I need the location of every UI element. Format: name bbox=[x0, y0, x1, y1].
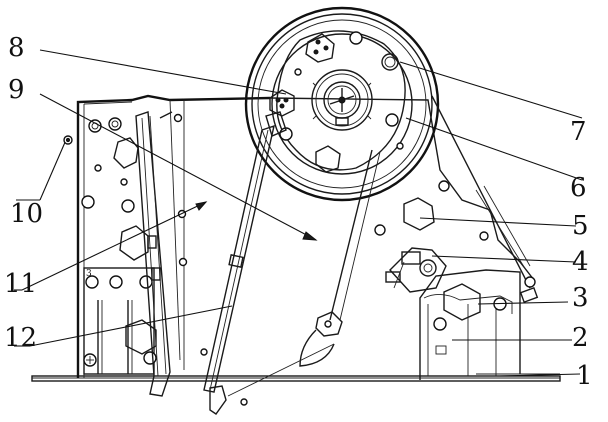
label-2: 2 bbox=[572, 323, 589, 353]
fastener-10 bbox=[63, 135, 73, 145]
tension-bracket bbox=[389, 247, 447, 293]
leader-11 bbox=[21, 201, 207, 291]
hub bbox=[311, 69, 373, 131]
leader-7 bbox=[399, 61, 583, 119]
bolt-hole bbox=[81, 195, 95, 209]
label-11: 11 bbox=[4, 269, 37, 299]
main-body bbox=[173, 97, 535, 370]
fixed-jaw bbox=[135, 99, 181, 397]
leader-4 bbox=[431, 255, 577, 263]
label-5: 5 bbox=[572, 211, 589, 241]
label-4: 4 bbox=[572, 247, 589, 277]
small-label-3: 3 bbox=[86, 269, 92, 279]
hex-bolt bbox=[403, 197, 435, 231]
label-12: 12 bbox=[4, 323, 37, 353]
label-7: 7 bbox=[570, 117, 587, 147]
hex-bolt bbox=[119, 225, 149, 261]
label-10: 10 bbox=[10, 199, 43, 229]
label-3: 3 bbox=[572, 283, 589, 313]
callout-labels: 8 9 10 11 12 7 6 5 4 3 2 1 bbox=[4, 33, 593, 391]
leader-5 bbox=[419, 217, 577, 227]
leader-10 bbox=[39, 139, 67, 201]
left-frame: 3 bbox=[76, 94, 271, 378]
swing-jaw bbox=[227, 149, 381, 397]
label-8: 8 bbox=[8, 33, 25, 63]
bolt-hole bbox=[108, 117, 122, 131]
label-9: 9 bbox=[8, 75, 25, 105]
label-1: 1 bbox=[576, 361, 593, 391]
bolt-hole bbox=[88, 119, 102, 133]
bolt-hole bbox=[121, 199, 135, 213]
hex-bolt bbox=[113, 137, 139, 169]
leader-9 bbox=[39, 93, 317, 241]
right-frame bbox=[385, 95, 560, 380]
leader-1 bbox=[499, 373, 581, 377]
leader-3 bbox=[477, 301, 569, 305]
leader-12 bbox=[29, 305, 233, 347]
leader-8 bbox=[39, 49, 287, 95]
label-6: 6 bbox=[570, 173, 587, 203]
leader-lines bbox=[14, 49, 583, 377]
flywheel bbox=[244, 6, 440, 202]
leader-6 bbox=[405, 117, 583, 181]
movable-jaw-rod bbox=[203, 111, 287, 415]
base-plate bbox=[31, 375, 561, 382]
hex-bolt bbox=[443, 283, 481, 321]
